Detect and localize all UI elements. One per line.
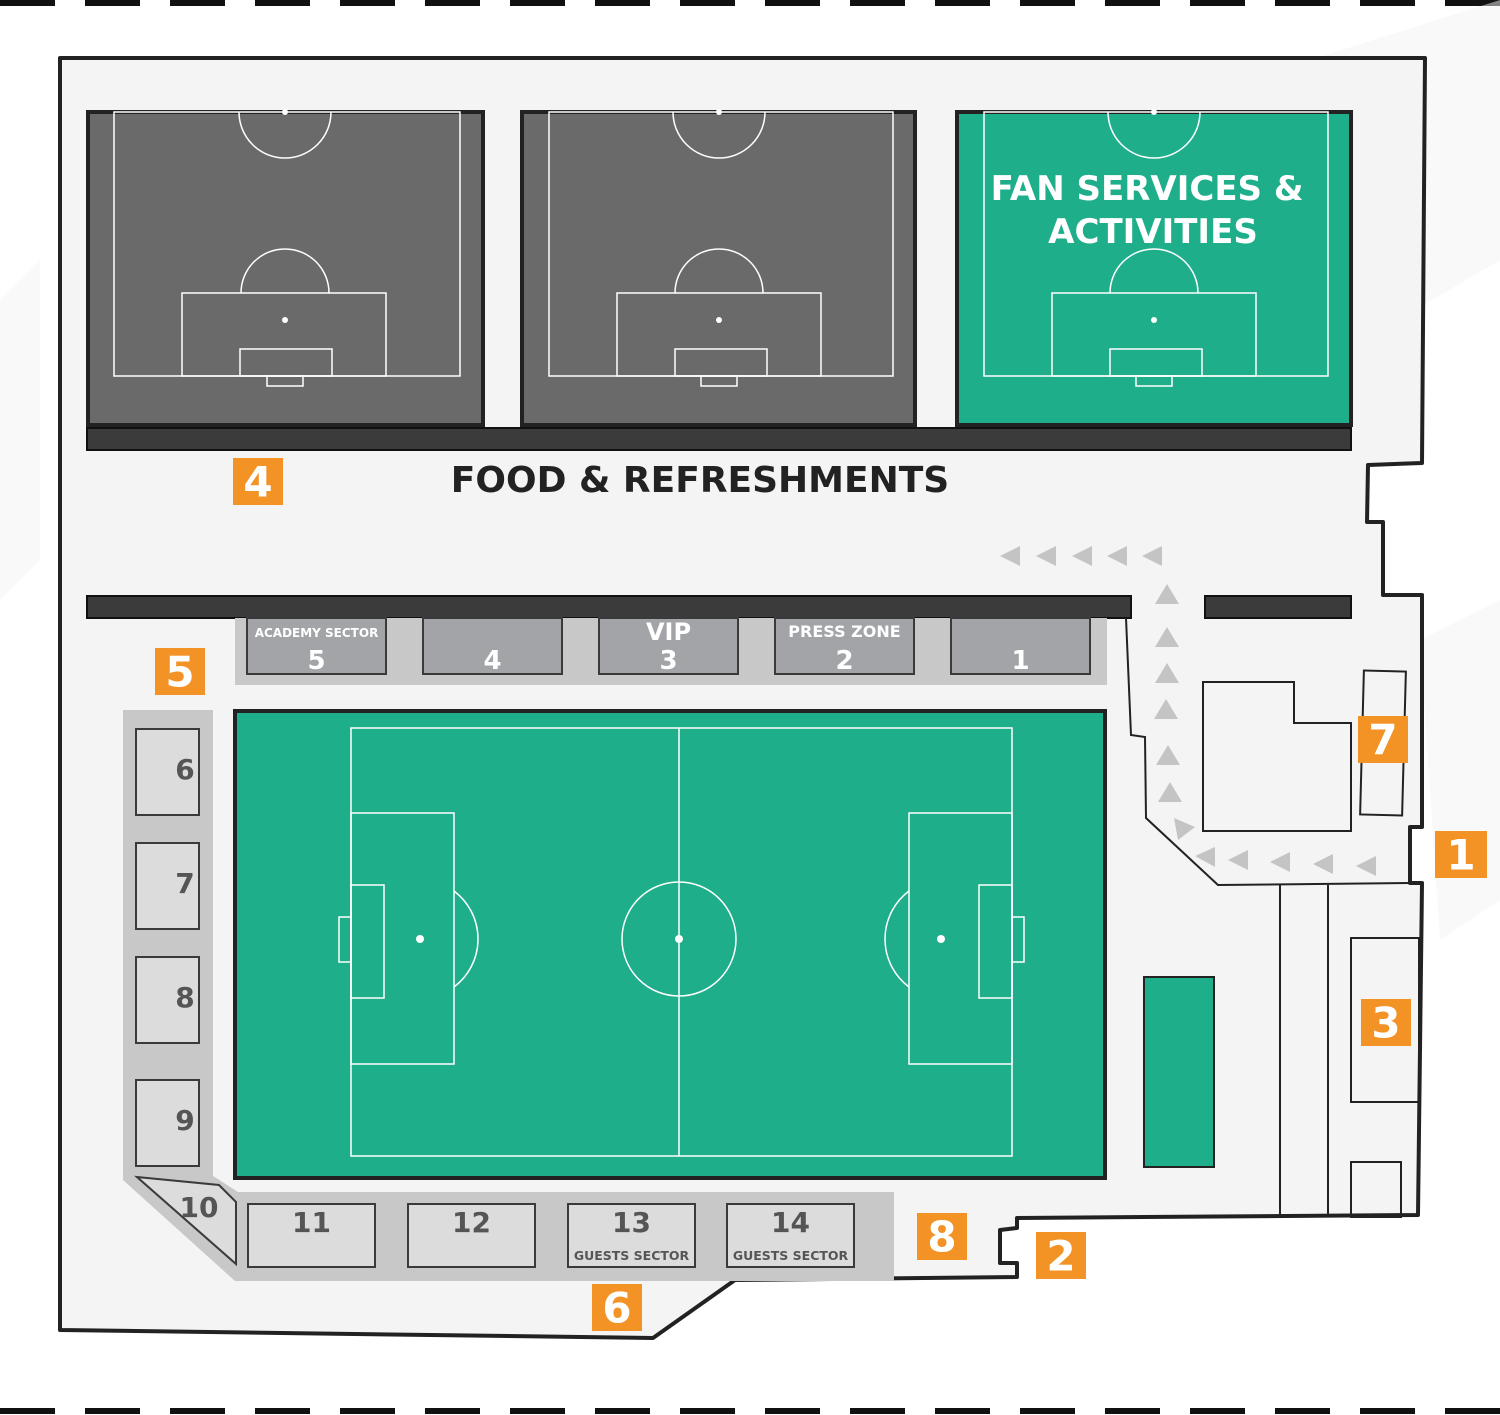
bottom-sector-number: 11 [292,1206,331,1239]
bottom-sector-caption: GUESTS SECTOR [733,1248,849,1263]
entrance-marker-number: 1 [1446,831,1475,880]
training-pitch-1 [86,109,485,427]
entrance-marker-5[interactable]: 5 [155,648,205,697]
food-area-label: FOOD & REFRESHMENTS [451,460,949,501]
top-sector-number: 1 [1011,646,1029,676]
entrance-marker-6[interactable]: 6 [592,1284,642,1333]
training-pitch-2 [520,109,917,427]
entrance-marker-2[interactable]: 2 [1036,1232,1086,1281]
bottom-sector-number: 14 [771,1206,810,1239]
left-sector-10[interactable]: 10 [134,1175,237,1267]
entrance-marker-3[interactable]: 3 [1361,999,1411,1048]
left-sector-6[interactable]: 6 [135,728,200,816]
bottom-sector-number: 13 [612,1206,651,1239]
entrance-marker-4[interactable]: 4 [233,458,283,507]
top-sector-1[interactable]: 1 [950,617,1091,676]
entrance-marker-number: 8 [927,1213,956,1262]
left-sector-number: 9 [175,1104,194,1137]
bottom-sector-12[interactable]: 12 [407,1203,536,1268]
top-sector-caption: VIP [646,618,691,646]
left-sector-7[interactable]: 7 [135,842,200,930]
top-sector-5[interactable]: ACADEMY SECTOR 5 [246,617,387,676]
entrance-marker-number: 6 [602,1284,631,1333]
left-sector-9[interactable]: 9 [135,1079,200,1167]
left-sector-number: 7 [175,867,194,900]
food-zone-bottom-wall [86,595,1132,619]
left-sector-number: 10 [180,1191,219,1224]
bottom-sector-caption: GUESTS SECTOR [574,1248,690,1263]
food-zone-bottom-wall-right [1204,595,1352,619]
entrance-marker-number: 5 [165,648,194,697]
entrance-marker-1[interactable]: 1 [1435,831,1487,880]
side-green-strip [1143,976,1215,1168]
entrance-marker-number: 7 [1368,716,1397,765]
entrance-marker-7[interactable]: 7 [1358,716,1408,765]
top-sector-caption: PRESS ZONE [788,622,900,641]
entrance-marker-number: 3 [1371,999,1400,1048]
main-pitch [233,709,1107,1180]
left-sector-number: 8 [175,981,194,1014]
top-sector-number: 2 [835,646,853,676]
top-sector-number: 3 [659,646,677,676]
top-sector-caption: ACADEMY SECTOR [255,626,379,640]
food-zone-top-wall [86,427,1352,451]
bottom-sector-11[interactable]: 11 [247,1203,376,1268]
left-sector-8[interactable]: 8 [135,956,200,1044]
direction-arrows [1000,546,1376,876]
left-sector-number: 6 [175,753,194,786]
top-sector-4[interactable]: 4 [422,617,563,676]
entrance-marker-number: 4 [243,458,272,507]
top-sector-2[interactable]: PRESS ZONE 2 [774,617,915,676]
bottom-sector-number: 12 [452,1206,491,1239]
top-sector-number: 4 [483,646,501,676]
fan-services-pitch [955,109,1353,427]
entrance-marker-number: 2 [1046,1232,1075,1281]
fan-services-label: FAN SERVICES & ACTIVITIES [991,169,1316,252]
entrance-marker-8[interactable]: 8 [917,1213,967,1262]
top-sector-number: 5 [307,646,325,676]
